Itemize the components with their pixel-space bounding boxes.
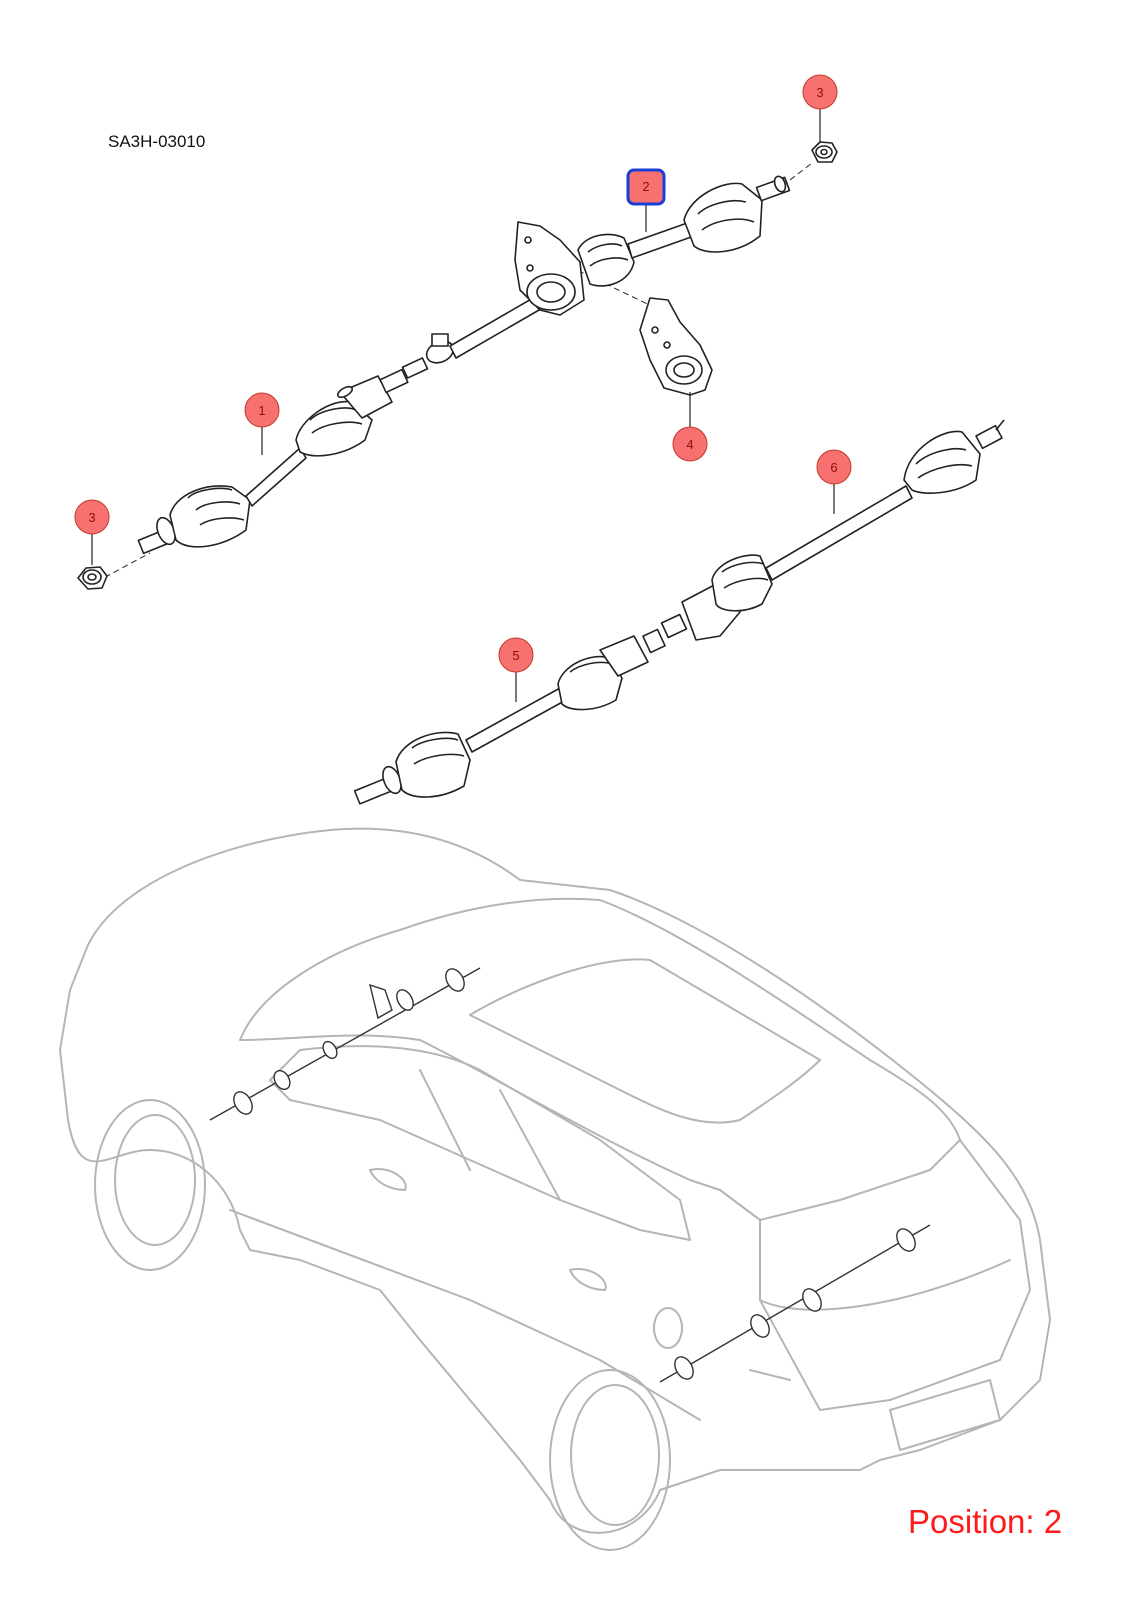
callout-5[interactable]: 5 [498,637,534,673]
part-3-nut-right[interactable] [811,141,838,163]
callout-3-left[interactable]: 3 [74,499,110,535]
car-sunroof [469,958,821,1124]
assembly-axis [559,261,661,311]
callout-6[interactable]: 6 [816,449,852,485]
part-2-right-drive-shaft[interactable] [577,175,791,287]
svg-text:2: 2 [642,179,649,194]
car-body-outline [59,827,1051,1534]
svg-text:6: 6 [830,460,837,475]
car-rear-wheel [549,1369,671,1551]
svg-text:5: 5 [512,648,519,663]
callout-1[interactable]: 1 [244,392,280,428]
car-roof [239,897,961,1221]
position-label: Position: 2 [908,1503,1063,1540]
callout-2-selected[interactable]: 2 [626,168,666,206]
vehicle-shaft-locations [209,967,931,1383]
svg-text:3: 3 [816,85,823,100]
rear-drive-shaft-assembly [353,419,1005,805]
part-5-rear-left-drive-shaft[interactable] [353,628,666,805]
car-rear-hatch [719,1139,1031,1411]
car-front-wheel [94,1099,206,1271]
part-1-left-drive-shaft[interactable] [77,293,547,590]
assembly-axis [789,162,813,181]
svg-text:3: 3 [88,510,95,525]
callouts: 1 2 3 3 4 5 6 [74,74,852,673]
car-tail-lights [749,1259,1011,1381]
car-license-plate [889,1379,1001,1451]
front-drive-shaft-assembly [77,141,838,590]
svg-text:1: 1 [258,403,265,418]
vehicle-rear-shafts [659,1224,931,1383]
callout-3-right[interactable]: 3 [802,74,838,110]
svg-text:4: 4 [686,437,693,452]
car-windows [269,1045,691,1241]
diagram-code: SA3H-03010 [108,132,206,151]
vehicle-locator-illustration [59,827,1051,1551]
part-3-nut-left[interactable] [77,566,108,590]
callout-leaders [91,107,835,702]
vehicle-front-shafts [209,967,481,1121]
part-6-rear-right-drive-shaft[interactable] [660,419,1005,641]
part-4-bearing-bracket[interactable] [514,221,713,396]
callout-4[interactable]: 4 [672,426,708,462]
